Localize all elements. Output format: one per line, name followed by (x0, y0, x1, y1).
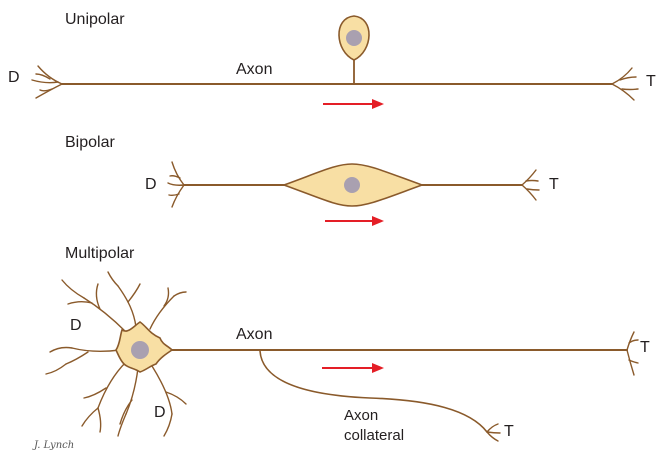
bipolar-dendrite-branches (168, 162, 184, 207)
artist-signature: J. Lynch (34, 440, 74, 451)
multipolar-title: Multipolar (65, 246, 134, 262)
bipolar-dendrite-label: D (145, 177, 157, 193)
unipolar-nucleus (346, 30, 362, 46)
collateral-terminal-label: T (504, 424, 514, 440)
bipolar-nucleus (344, 177, 360, 193)
multipolar-nucleus (131, 341, 149, 359)
collateral-terminal-branches (487, 424, 500, 441)
unipolar-neuron (32, 16, 638, 109)
bipolar-neuron (168, 162, 539, 226)
unipolar-title: Unipolar (65, 12, 125, 28)
bipolar-terminal-label: T (549, 177, 559, 193)
multipolar-neuron (46, 272, 638, 441)
multipolar-dendrite-label-bottom: D (154, 405, 166, 421)
multipolar-axon-label: Axon (236, 327, 272, 343)
unipolar-terminal-label: T (646, 74, 656, 90)
bipolar-terminal-branches (522, 170, 539, 200)
collateral-label-line2: collateral (344, 428, 404, 443)
unipolar-terminal-branches (612, 68, 638, 100)
collateral-label-line1: Axon (344, 408, 378, 423)
multipolar-terminal-branches (627, 332, 638, 375)
unipolar-dendrite-label: D (8, 70, 20, 86)
unipolar-dendrite-branches (32, 66, 62, 98)
bipolar-direction-arrow (325, 216, 384, 226)
unipolar-direction-arrow (323, 99, 384, 109)
multipolar-terminal-label: T (640, 340, 650, 356)
multipolar-direction-arrow (322, 363, 384, 373)
unipolar-axon-label: Axon (236, 62, 272, 78)
multipolar-dendrite-label-top: D (70, 318, 82, 334)
bipolar-title: Bipolar (65, 135, 115, 151)
